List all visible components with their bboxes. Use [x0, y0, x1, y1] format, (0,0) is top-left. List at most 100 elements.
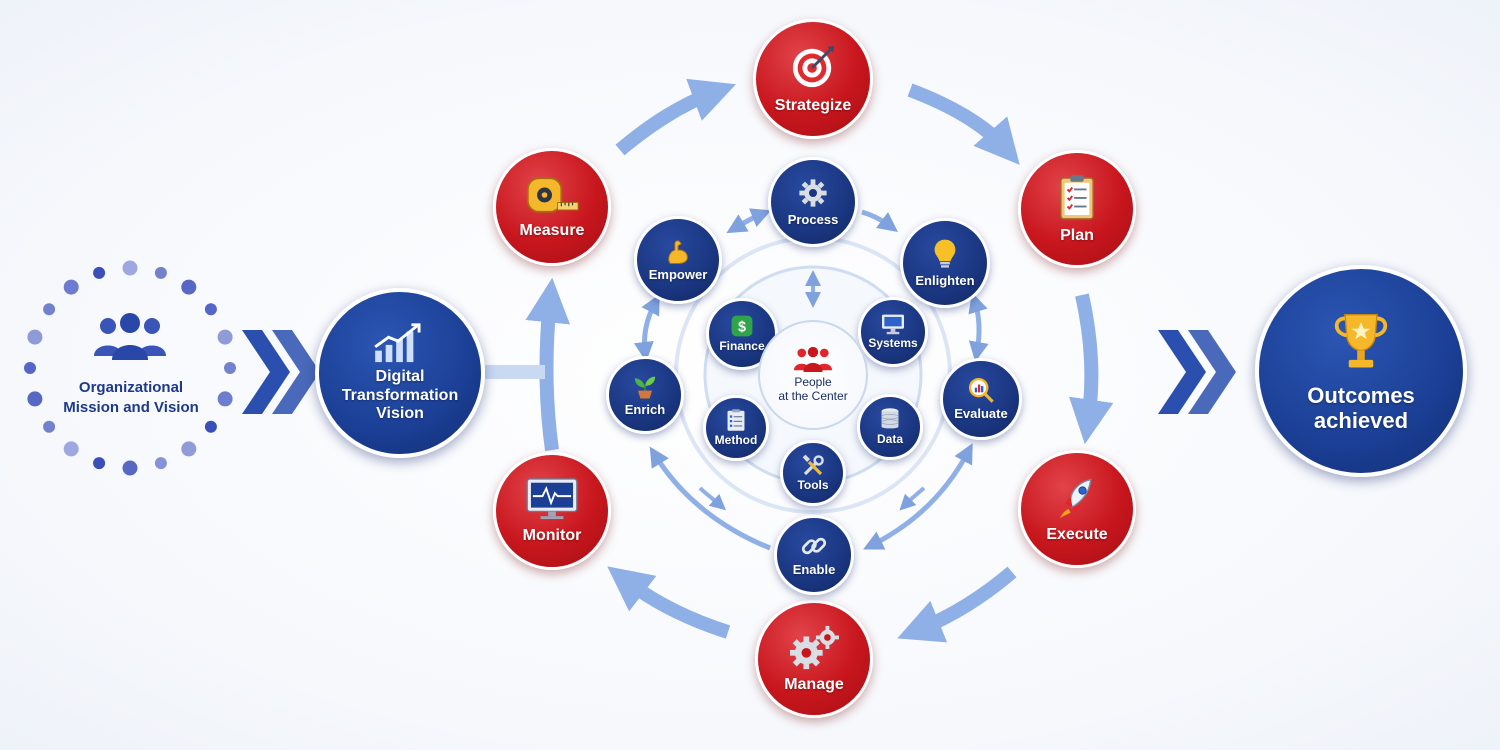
sprout-icon [634, 376, 656, 399]
svg-text:$: $ [738, 320, 746, 336]
ring-dot [204, 303, 217, 316]
practice-empower: Empower [634, 216, 722, 304]
practice-enlighten: Enlighten [900, 218, 990, 308]
ring-dot [122, 460, 138, 476]
evaluate-label: Evaluate [954, 406, 1008, 422]
practice-process: Process [768, 157, 858, 247]
target-icon [792, 45, 835, 87]
center-label-line1: People [794, 375, 832, 390]
magnifier-chart-icon [968, 377, 994, 403]
arrow-process-enlighten [861, 209, 899, 232]
ring-dot [154, 457, 167, 470]
practice-enrich: Enrich [606, 356, 684, 434]
ring-dot [181, 279, 197, 295]
arrow-enlighten-evaluate [968, 292, 989, 362]
ring-dot [63, 441, 79, 457]
vision-node: Digital Transformation Vision [315, 288, 485, 458]
ring-dot [24, 362, 36, 374]
arrow-measure-strategize [615, 78, 736, 156]
enlighten-label: Enlighten [915, 272, 975, 288]
source-label: Organizational Mission and Vision [48, 378, 214, 417]
systems-label: Systems [868, 336, 918, 351]
tape-measure-icon [526, 177, 579, 213]
stage-execute: Execute [1018, 450, 1136, 568]
wrench-screwdriver-icon [802, 454, 824, 475]
ring-dot [181, 441, 197, 457]
ring-dot [27, 391, 43, 407]
manage-label: Manage [784, 675, 844, 693]
plan-label: Plan [1060, 226, 1094, 244]
ring-dot [43, 420, 56, 433]
stage-strategize: Strategize [753, 19, 873, 139]
source-label-line2: Mission and Vision [63, 398, 199, 416]
practice-enable: Enable [774, 515, 854, 595]
people-group-icon [88, 312, 172, 362]
arrow-plan-execute [1068, 293, 1114, 445]
strategize-label: Strategize [774, 96, 852, 114]
dotted-ring [24, 260, 236, 476]
practice-evaluate: Evaluate [940, 358, 1022, 440]
growth-chart-icon [374, 323, 421, 363]
stage-measure: Measure [493, 148, 611, 266]
bicep-icon [668, 240, 688, 264]
vision-label-line3: Vision [376, 405, 424, 423]
resource-data: Data [857, 394, 923, 460]
trophy-icon [1334, 313, 1388, 368]
ring-dot [93, 457, 106, 470]
tools-label: Tools [797, 477, 829, 492]
data-label: Data [876, 432, 903, 447]
ring-dot [63, 279, 79, 295]
ring-dot [122, 260, 138, 276]
source-label-line1: Organizational [78, 379, 184, 396]
center-label-line2: at the Center [778, 389, 848, 403]
chevron-left-group [242, 330, 320, 414]
database-icon [881, 408, 899, 429]
ring-dot [27, 329, 43, 345]
ring-dot [224, 362, 236, 374]
arrow-empower-process [726, 208, 772, 234]
arrow-inner-right [899, 486, 926, 511]
enable-label: Enable [792, 562, 836, 578]
stage-plan: Plan [1018, 150, 1136, 268]
outcome-label-line2: achieved [1313, 408, 1409, 433]
chain-link-icon [801, 537, 827, 555]
arrow-enrich-empower [633, 294, 660, 362]
arrow-strategize-plan [907, 83, 1020, 165]
checklist-icon [727, 409, 745, 431]
finance-label: Finance [719, 339, 765, 354]
ring-dot [43, 303, 56, 316]
resource-tools: Tools [780, 440, 846, 506]
clipboard-checklist-icon [1060, 174, 1094, 220]
gears-icon [790, 625, 839, 669]
outcome-label-line1: Outcomes [1307, 382, 1415, 408]
center-people: People at the Center [758, 320, 868, 430]
lightbulb-icon [934, 239, 956, 268]
monitor-pulse-icon [526, 477, 578, 519]
ring-dot [154, 266, 167, 279]
resource-method: Method [703, 395, 769, 461]
stage-manage: Manage [755, 600, 873, 718]
empower-label: Empower [648, 267, 708, 283]
ring-dot [93, 266, 106, 279]
arrow-execute-manage [897, 566, 1017, 643]
enrich-label: Enrich [624, 402, 666, 418]
dollar-icon: $ [731, 315, 753, 337]
resource-systems: Systems [858, 297, 928, 367]
arrow-monitor-measure [525, 277, 571, 451]
arrow-inner-left [698, 486, 727, 511]
arrow-evaluate-enable [863, 443, 973, 550]
gear-icon [799, 178, 827, 207]
ring-dot [217, 329, 233, 345]
stage-monitor: Monitor [493, 452, 611, 570]
chevron-right-group [1158, 330, 1236, 414]
arrow-manage-monitor [607, 566, 731, 639]
rocket-icon [1059, 478, 1092, 518]
ring-dot [217, 391, 233, 407]
process-label: Process [787, 211, 839, 227]
arrow-enable-enrich [649, 446, 771, 551]
execute-label: Execute [1046, 525, 1108, 543]
vision-label-line2: Transformation [341, 386, 459, 404]
vision-label-line1: Digital [375, 368, 425, 386]
people-red-icon [793, 347, 833, 373]
